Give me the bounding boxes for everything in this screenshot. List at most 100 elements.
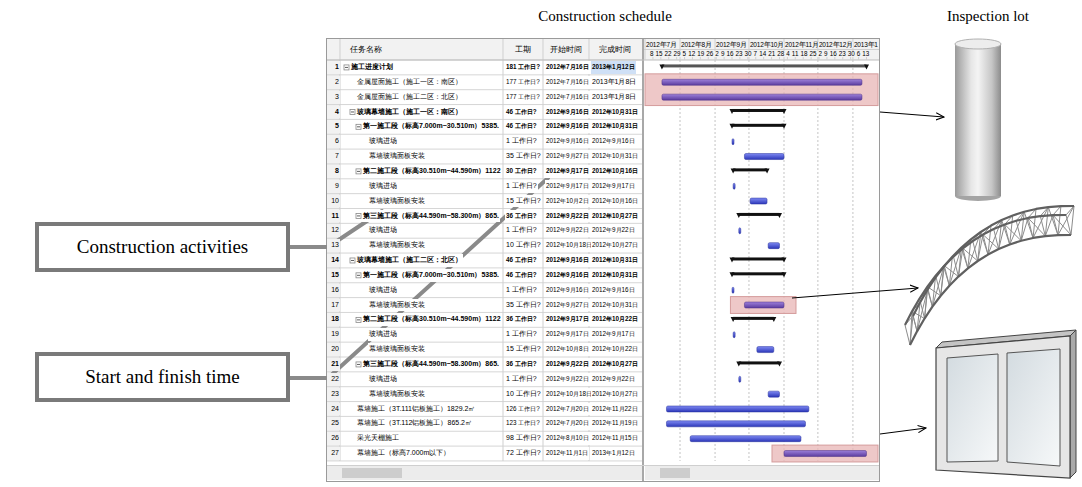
- finish-date: 2012年11月22日: [591, 403, 639, 416]
- column-header: 完成时间: [599, 46, 631, 54]
- finish-date: 2012年11月15日: [591, 432, 639, 445]
- task-name: 玻璃幕墙施工（施工一区：南区）: [356, 106, 463, 119]
- outline-toggle: [356, 124, 361, 129]
- row-number: 14: [327, 254, 340, 267]
- outline-toggle: [356, 169, 361, 174]
- duration-cell: 177 工作日?: [505, 76, 541, 89]
- start-date: 2012年7月20日: [545, 403, 590, 416]
- outline-toggle: [356, 362, 361, 367]
- outline-toggle: [357, 171, 360, 172]
- task-name: 第二施工段（标高30.510m~44.590m）1122: [362, 165, 502, 178]
- row-number: 3: [327, 91, 340, 104]
- start-date: 2012年9月22日: [545, 224, 590, 237]
- start-date: 2012年9月16日: [545, 120, 590, 133]
- column-header: 工期: [515, 46, 531, 54]
- duration-cell: 36 工作日?: [505, 358, 538, 371]
- header-line: [644, 49, 879, 50]
- start-date: 2012年10月18日: [545, 388, 593, 401]
- pointer-arrow: [880, 428, 926, 434]
- summary-bar: [736, 361, 782, 366]
- finish-date: 2012年9月16日: [591, 135, 636, 148]
- task-name: 幕墙玻璃面板安装: [368, 195, 426, 208]
- highlight-box: [772, 445, 878, 462]
- gantt-bar: [733, 332, 735, 338]
- scroll-thumb: [660, 468, 690, 478]
- pointer-arrow: [792, 112, 944, 434]
- timeline-days: 8 15 22 29 5 12 19 26 2 9 16 23 30 7 14 …: [650, 51, 869, 57]
- highlight-box: [645, 74, 878, 462]
- gantt-bar: [662, 79, 862, 85]
- outline-toggle: [356, 124, 361, 129]
- summary-bar: [732, 257, 784, 260]
- duration-cell: 1 工作日?: [505, 135, 538, 148]
- row-number: 1: [327, 61, 340, 74]
- task-name: 玻璃幕墙施工（施工二区：北区）: [356, 254, 463, 267]
- column-line: [503, 39, 504, 461]
- start-date: 2012年9月27日: [545, 299, 590, 312]
- duration-cell: 181 工作日?: [505, 61, 541, 74]
- summary-bar: [730, 109, 787, 114]
- start-date: 2012年9月17日: [545, 165, 590, 178]
- summary-bar: [733, 168, 767, 171]
- gantt-bar: [768, 391, 779, 397]
- finish-date: 2012年10月22日: [591, 313, 639, 326]
- truss-web: [1066, 206, 1074, 215]
- outline-toggle: [356, 273, 361, 278]
- summary-bar: [771, 317, 776, 322]
- outline-toggle: [356, 169, 361, 174]
- duration-cell: 98 工作日?: [505, 432, 542, 445]
- start-date: 2012年9月27日: [545, 150, 590, 163]
- start-date: 2012年7月16日: [545, 91, 590, 104]
- leader-line: [290, 178, 548, 378]
- row-number: 15: [327, 269, 340, 282]
- gantt-bar: [744, 154, 784, 160]
- row-number: 4: [327, 106, 340, 119]
- task-name: 玻璃进场: [368, 328, 398, 341]
- outline-toggle: [351, 111, 354, 112]
- row-line: [327, 460, 642, 461]
- start-date: 2012年10月2日: [545, 195, 590, 208]
- task-name: 玻璃进场: [368, 180, 398, 193]
- finish-date: 2012年10月22日: [591, 343, 639, 356]
- summary-bar: [739, 213, 780, 216]
- finish-date: 2012年10月31日: [591, 254, 639, 267]
- column-header: 开始时间: [550, 46, 582, 54]
- start-date: 2012年9月17日: [545, 180, 590, 193]
- start-date: 2012年9月17日: [545, 313, 590, 326]
- row-number: 12: [327, 224, 340, 237]
- summary-bar: [730, 272, 735, 277]
- duration-cell: 1 工作日?: [505, 180, 538, 193]
- summary-bar: [781, 272, 786, 277]
- finish-date: 2012年10月16日: [591, 165, 639, 178]
- summary-bar: [730, 257, 735, 262]
- task-name: 第一施工段（标高7.000m~30.510m）5385.: [362, 120, 500, 133]
- task-name: 幕墙玻璃面板安装: [368, 388, 426, 401]
- truss-chord: [910, 235, 1071, 345]
- outline-toggle: [357, 126, 360, 127]
- duration-cell: 46 工作日?: [505, 120, 538, 133]
- summary-bar: [659, 64, 869, 69]
- duration-cell: 1 工作日?: [505, 373, 538, 386]
- gantt-bar: [768, 243, 779, 249]
- row-number: 23: [327, 388, 340, 401]
- summary-bar: [781, 109, 786, 114]
- highlight-box: [645, 74, 878, 106]
- scroll-bar: [327, 466, 879, 480]
- row-number: 21: [327, 358, 340, 371]
- gantt-bar: [662, 94, 862, 100]
- gantt-bar: [733, 183, 735, 189]
- duration-cell: 35 工作日?: [505, 299, 542, 312]
- duration-cell: 177 工作日?: [505, 91, 541, 104]
- scroll-thumb: [342, 468, 402, 478]
- row-number: 17: [327, 299, 340, 312]
- table-grid: [327, 39, 879, 481]
- finish-date: 2013年1月8日: [591, 76, 637, 89]
- start-date: 2012年9月22日: [545, 373, 590, 386]
- task-name: 玻璃进场: [368, 224, 398, 237]
- summary-bar: [781, 124, 786, 129]
- outline-toggle: [350, 258, 355, 263]
- duration-cell: 30 工作日?: [505, 165, 538, 178]
- start-date: 2012年9月17日: [545, 328, 590, 341]
- finish-date: 2012年10月31日: [591, 269, 639, 282]
